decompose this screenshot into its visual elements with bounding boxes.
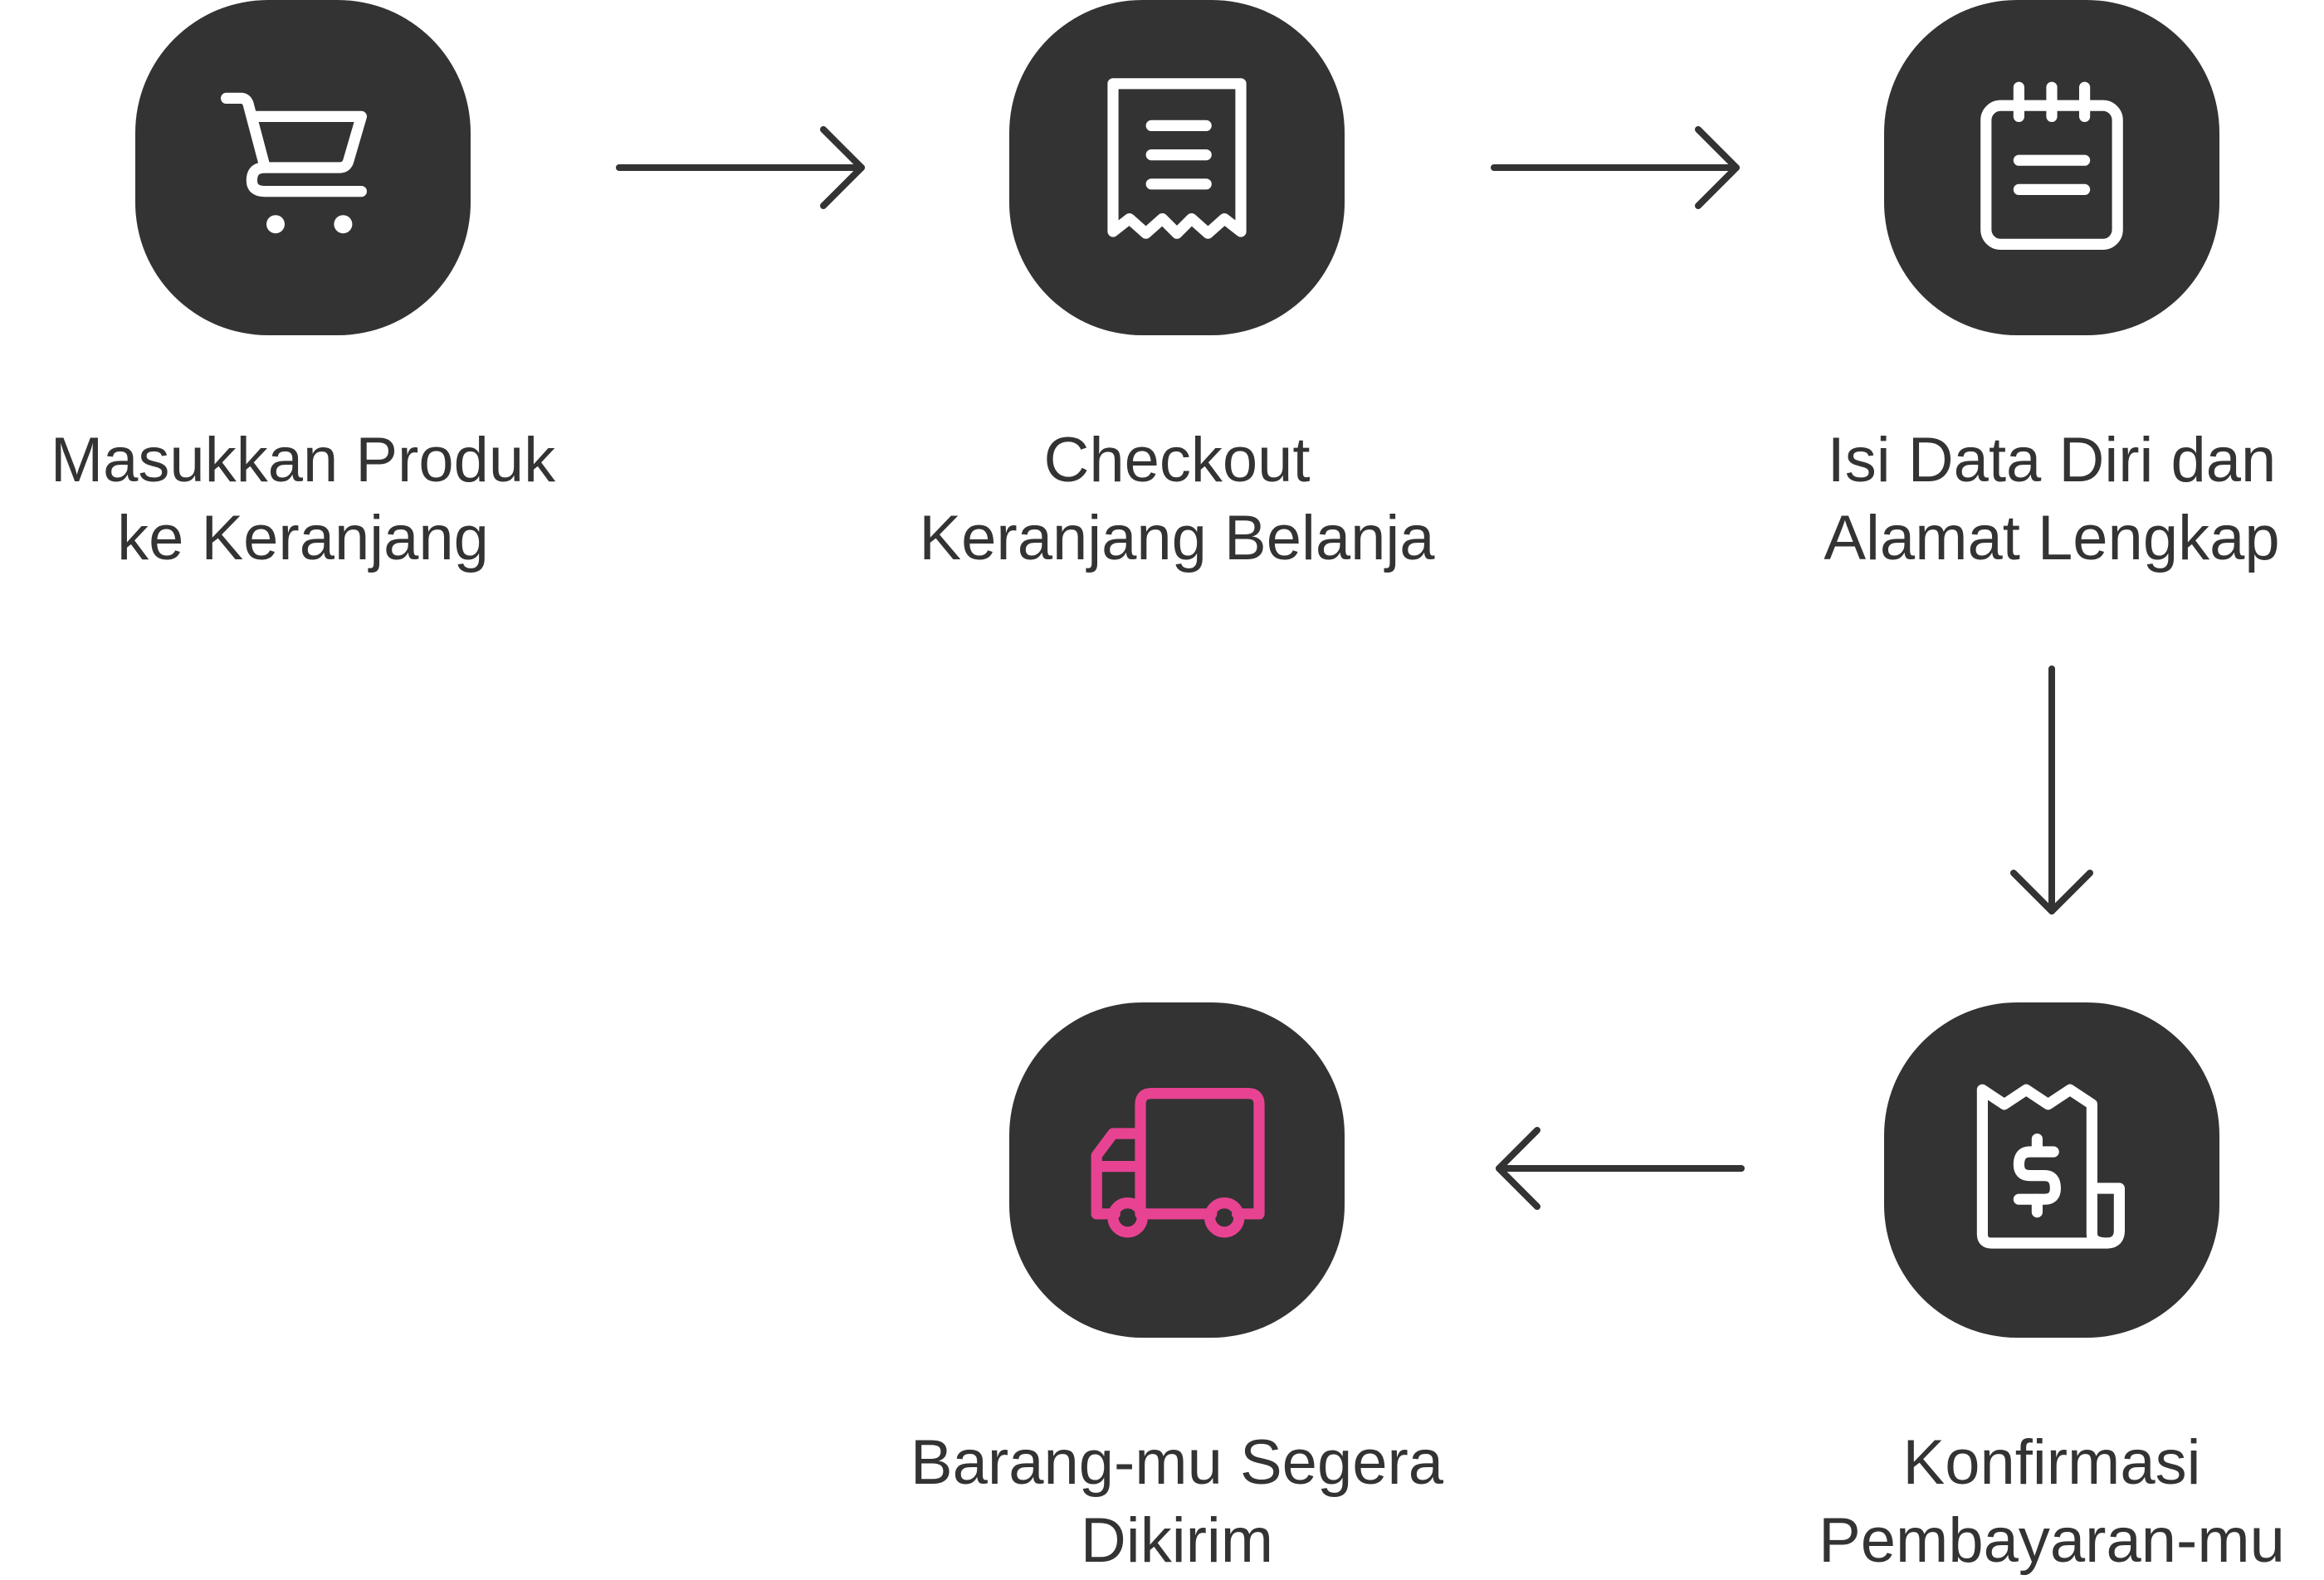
arrow-step-2-to-3 bbox=[1491, 126, 1740, 209]
step-1-label-line-1: Masukkan Produk bbox=[50, 425, 556, 495]
step-5-label: Barang-mu Segera Dikirim bbox=[862, 1424, 1492, 1580]
step-2-tile bbox=[1009, 0, 1345, 335]
arrow-step-4-to-5 bbox=[1496, 1127, 1745, 1210]
step-3-label: Isi Data Diri dan Alamat Lengkap bbox=[1736, 422, 2324, 578]
step-3-label-line-1: Isi Data Diri dan bbox=[1827, 425, 2277, 495]
step-2-label-line-1: Checkout bbox=[1043, 425, 1311, 495]
step-3-label-line-2: Alamat Lengkap bbox=[1824, 503, 2280, 573]
step-1-label: Masukkan Produk ke Keranjang bbox=[0, 422, 618, 578]
receipt-icon bbox=[1107, 78, 1247, 239]
step-4-tile bbox=[1884, 1002, 2219, 1338]
step-5-tile bbox=[1009, 1002, 1345, 1338]
step-1-label-line-2: ke Keranjang bbox=[117, 503, 489, 573]
step-4-label: Konfirmasi Pembayaran-mu bbox=[1736, 1424, 2324, 1580]
step-4-label-line-2: Pembayaran-mu bbox=[1819, 1505, 2285, 1576]
step-1-tile bbox=[135, 0, 471, 335]
step-2-label: Checkout Keranjang Belanja bbox=[862, 422, 1492, 578]
notepad-icon bbox=[1980, 81, 2123, 250]
payment-receipt-icon bbox=[1976, 1084, 2125, 1249]
step-5-label-line-2: Dikirim bbox=[1080, 1505, 1274, 1576]
step-2-label-line-2: Keranjang Belanja bbox=[919, 503, 1435, 573]
step-5-label-line-1: Barang-mu Segera bbox=[910, 1427, 1444, 1498]
step-3-tile bbox=[1884, 0, 2219, 335]
step-4-label-line-1: Konfirmasi bbox=[1902, 1427, 2201, 1498]
delivery-truck-icon bbox=[1091, 1088, 1265, 1238]
arrow-step-1-to-2 bbox=[616, 126, 865, 209]
arrow-step-3-to-4 bbox=[2010, 666, 2093, 914]
shopping-cart-icon bbox=[221, 92, 367, 234]
